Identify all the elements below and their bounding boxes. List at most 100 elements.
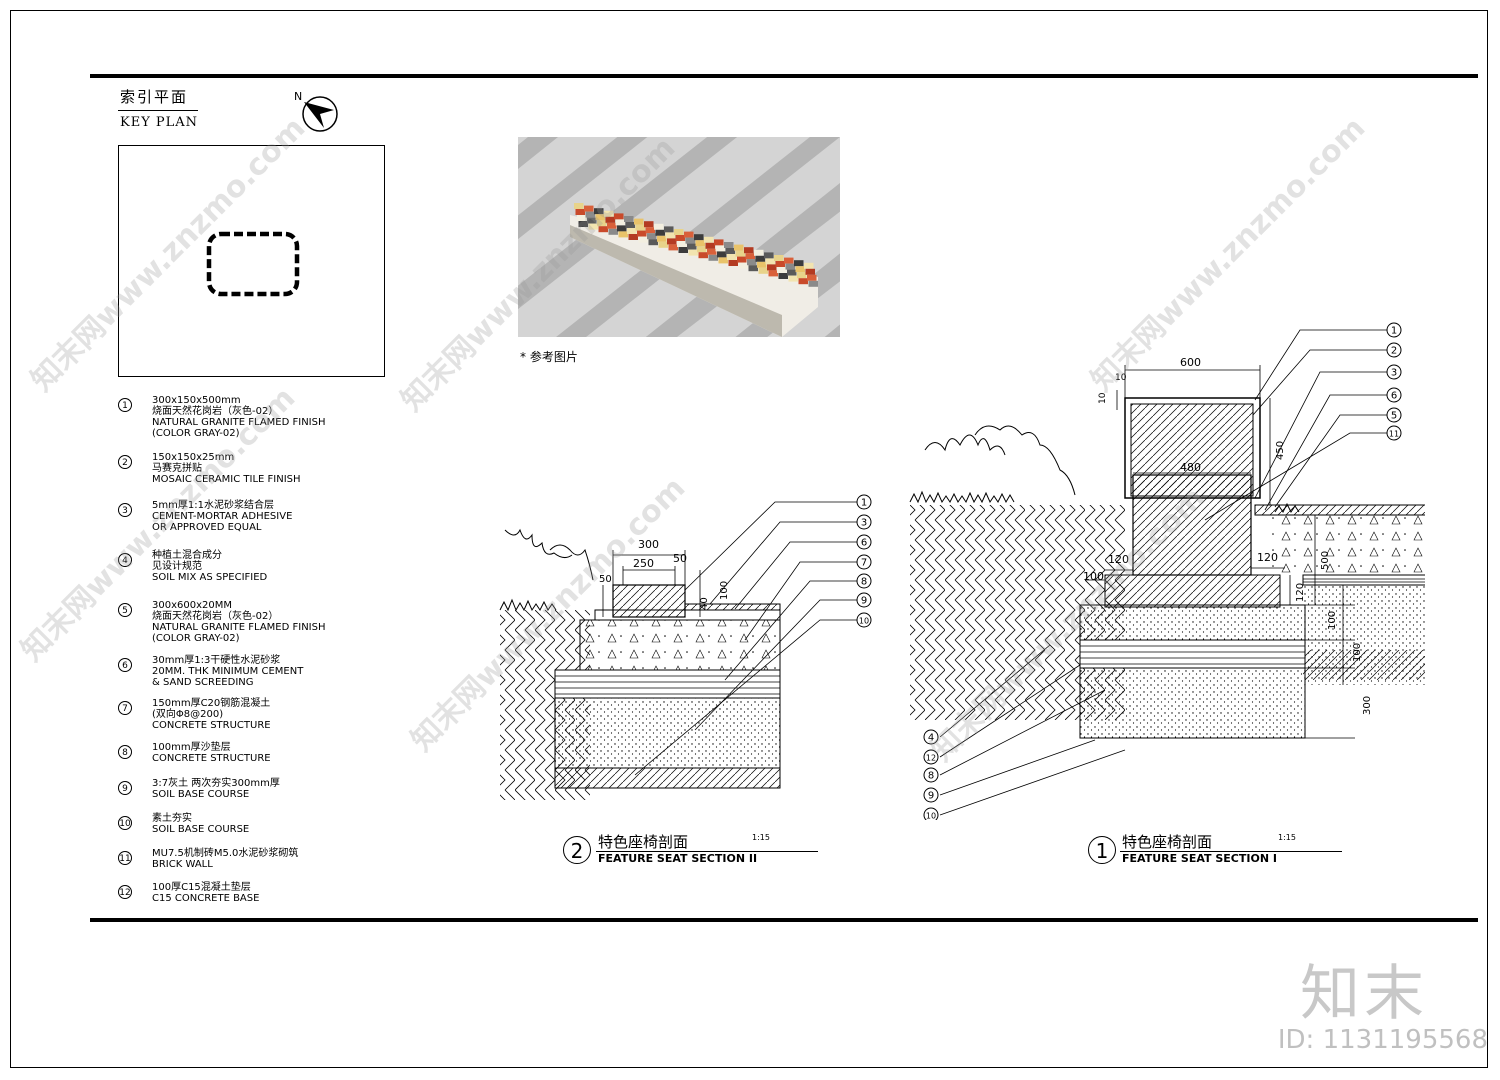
s2-dim-250: 250 bbox=[633, 557, 654, 570]
mosaic-tile bbox=[624, 216, 634, 222]
mosaic-tile bbox=[768, 270, 778, 277]
callout-circle bbox=[856, 573, 872, 589]
legend-item-line: 3:7灰土 两次夯实300mm厚 bbox=[152, 778, 280, 789]
legend-item-number: 2 bbox=[118, 455, 132, 469]
mosaic-tile bbox=[574, 203, 584, 209]
brand-logo: 知末 bbox=[1300, 959, 1428, 1029]
legend-item-line: MOSAIC CERAMIC TILE FINISH bbox=[152, 474, 301, 485]
legend-item-line: OR APPROVED EQUAL bbox=[152, 522, 262, 533]
callout-circle bbox=[1386, 364, 1402, 380]
mosaic-tile bbox=[614, 213, 624, 220]
north-label: N bbox=[294, 90, 302, 103]
mosaic-tile bbox=[665, 232, 675, 239]
section-1-drawing: 600 480 10 10 450 120 120 100 500 120 10… bbox=[909, 322, 1425, 821]
top-border-line bbox=[90, 74, 1478, 78]
legend-item-line: NATURAL GRANITE FLAMED FINISH bbox=[152, 417, 326, 428]
legend-item-line: 100mm厚沙垫层 bbox=[152, 742, 231, 753]
section-2-number: 2 bbox=[563, 836, 591, 864]
section-1-number: 1 bbox=[1088, 836, 1116, 864]
mosaic-tile bbox=[754, 249, 764, 256]
section-2-title-cn: 特色座椅剖面 bbox=[598, 833, 689, 851]
mosaic-tile bbox=[698, 252, 708, 259]
mosaic-tile bbox=[684, 231, 694, 238]
callout-circle bbox=[856, 554, 872, 570]
legend-item-line: (COLOR GRAY-02) bbox=[152, 428, 240, 439]
callout-number: 6 bbox=[861, 538, 867, 549]
mosaic-tile bbox=[608, 228, 618, 235]
legend-item-line: CONCRETE STRUCTURE bbox=[152, 753, 271, 764]
callout-number: 6 bbox=[1391, 391, 1397, 402]
key-plan-outline bbox=[206, 231, 300, 297]
mosaic-tile bbox=[694, 234, 704, 241]
legend-item-line: 见设计规范 bbox=[152, 561, 202, 572]
mosaic-tile bbox=[738, 262, 748, 269]
callout-number: 8 bbox=[861, 577, 867, 588]
key-plan-underline bbox=[118, 110, 198, 111]
s1-dim-500: 500 bbox=[1320, 551, 1331, 570]
s1-dim-600: 600 bbox=[1180, 356, 1201, 369]
section-2-scale: 1:15 bbox=[752, 833, 770, 842]
callout-number: 3 bbox=[861, 518, 867, 529]
photo-caption: * 参考图片 bbox=[520, 350, 578, 364]
callout-circle bbox=[856, 494, 872, 510]
legend-item-number: 9 bbox=[118, 781, 132, 795]
legend-item-line: MU7.5机制砖M5.0水泥砂浆砌筑 bbox=[152, 848, 299, 859]
callout-circle bbox=[1386, 322, 1402, 338]
callout-circle bbox=[923, 787, 939, 803]
mosaic-tile bbox=[798, 278, 808, 285]
mosaic-tile bbox=[598, 226, 608, 233]
legend-item-line: NATURAL GRANITE FLAMED FINISH bbox=[152, 622, 326, 633]
callout-number: 2 bbox=[1391, 346, 1397, 357]
mosaic-tile bbox=[774, 255, 784, 261]
key-plan-box bbox=[118, 145, 385, 377]
legend-item-line: 烧面天然花岗岩（灰色-02） bbox=[152, 611, 279, 622]
mosaic-tile bbox=[704, 236, 714, 243]
brand-id: ID: 1131195568 bbox=[1277, 1025, 1488, 1055]
mosaic-tile bbox=[784, 257, 794, 264]
mosaic-tile bbox=[685, 237, 695, 244]
mosaic-tile bbox=[758, 267, 768, 274]
callout-circle bbox=[856, 514, 872, 530]
mosaic-tile bbox=[675, 235, 685, 241]
north-arrow-icon: N bbox=[294, 90, 338, 132]
legend-item-line: 150mm厚C20钢筋混凝土 bbox=[152, 698, 271, 709]
mosaic-tile bbox=[648, 239, 658, 246]
legend-item-line: (双向Φ8@200) bbox=[152, 709, 224, 720]
callout-number: 1 bbox=[861, 498, 867, 509]
legend-item-line: & SAND SCREEDING bbox=[152, 677, 254, 688]
mosaic-tile bbox=[777, 267, 787, 273]
legend-item-line: SOIL MIX AS SPECIFIED bbox=[152, 572, 268, 583]
reference-photo bbox=[518, 137, 840, 337]
callout-number: 7 bbox=[861, 558, 867, 569]
callout-circle bbox=[1386, 425, 1402, 441]
mosaic-tile bbox=[604, 210, 614, 217]
callout-number: 10 bbox=[926, 812, 936, 821]
reference-photo-image bbox=[518, 137, 840, 337]
mosaic-tile bbox=[735, 250, 745, 257]
mosaic-tile bbox=[668, 244, 678, 251]
legend-item-number: 6 bbox=[118, 658, 132, 672]
mosaic-tile bbox=[804, 262, 814, 269]
mosaic-tile bbox=[617, 225, 627, 232]
callout-circle bbox=[923, 729, 939, 745]
mosaic-tile bbox=[725, 248, 735, 254]
mosaic-tile bbox=[635, 224, 645, 231]
legend-item-line: BRICK WALL bbox=[152, 859, 213, 870]
mosaic-tile bbox=[794, 260, 804, 267]
mosaic-tile bbox=[795, 266, 805, 273]
legend-item-number: 12 bbox=[118, 885, 132, 899]
mosaic-tile bbox=[705, 242, 715, 249]
legend-item-number: 7 bbox=[118, 701, 132, 715]
mosaic-tile bbox=[654, 223, 664, 230]
callout-number: 3 bbox=[1391, 368, 1397, 379]
legend-item-line: 300x600x20MM bbox=[152, 600, 232, 611]
legend-item-number: 3 bbox=[118, 503, 132, 517]
